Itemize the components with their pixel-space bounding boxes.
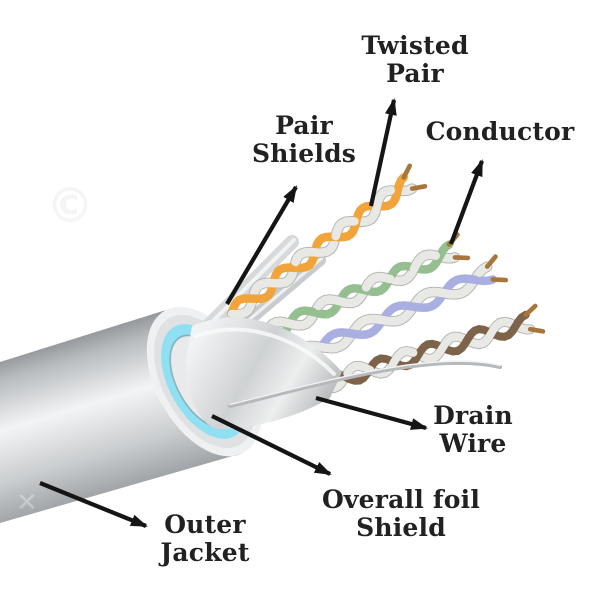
label-line: Overall foil [321, 485, 481, 514]
annotation-arrows [39, 98, 484, 528]
label-line: Twisted [361, 31, 469, 60]
label-line: Pair [275, 111, 333, 140]
label-line: Shields [251, 138, 357, 168]
label-pair-shields: Pair Shields [252, 112, 356, 167]
label-outer-jacket: Outer Jacket [160, 511, 249, 566]
label-twisted-pair: Twisted Pair [361, 32, 468, 87]
label-line: Outer [164, 510, 246, 539]
conductor-arrow [449, 159, 484, 245]
overall-foil-cone [186, 317, 342, 430]
label-line: Shield [356, 512, 446, 542]
label-overall-foil-shield: Overall foil Shield [322, 486, 480, 541]
drain-wire-arrow [315, 395, 428, 431]
label-line: Wire [439, 428, 507, 458]
orange-pair [226, 163, 428, 320]
overall-foil-shield-arrow [211, 414, 332, 476]
outer-jacket-arrow [39, 481, 148, 528]
label-drain-wire: Drain Wire [433, 402, 513, 457]
label-line: Conductor [425, 117, 575, 146]
label-line: Drain [433, 401, 513, 430]
drain-wire [227, 360, 503, 409]
outer-jacket-body [0, 310, 243, 523]
label-line: Jacket [160, 537, 250, 567]
label-conductor: Conductor [426, 118, 575, 146]
twisted-pair-arrow [368, 98, 397, 207]
pair-shields-arrow [225, 185, 298, 306]
foil-cone-highlight [194, 327, 336, 376]
label-line: Pair [386, 58, 444, 88]
